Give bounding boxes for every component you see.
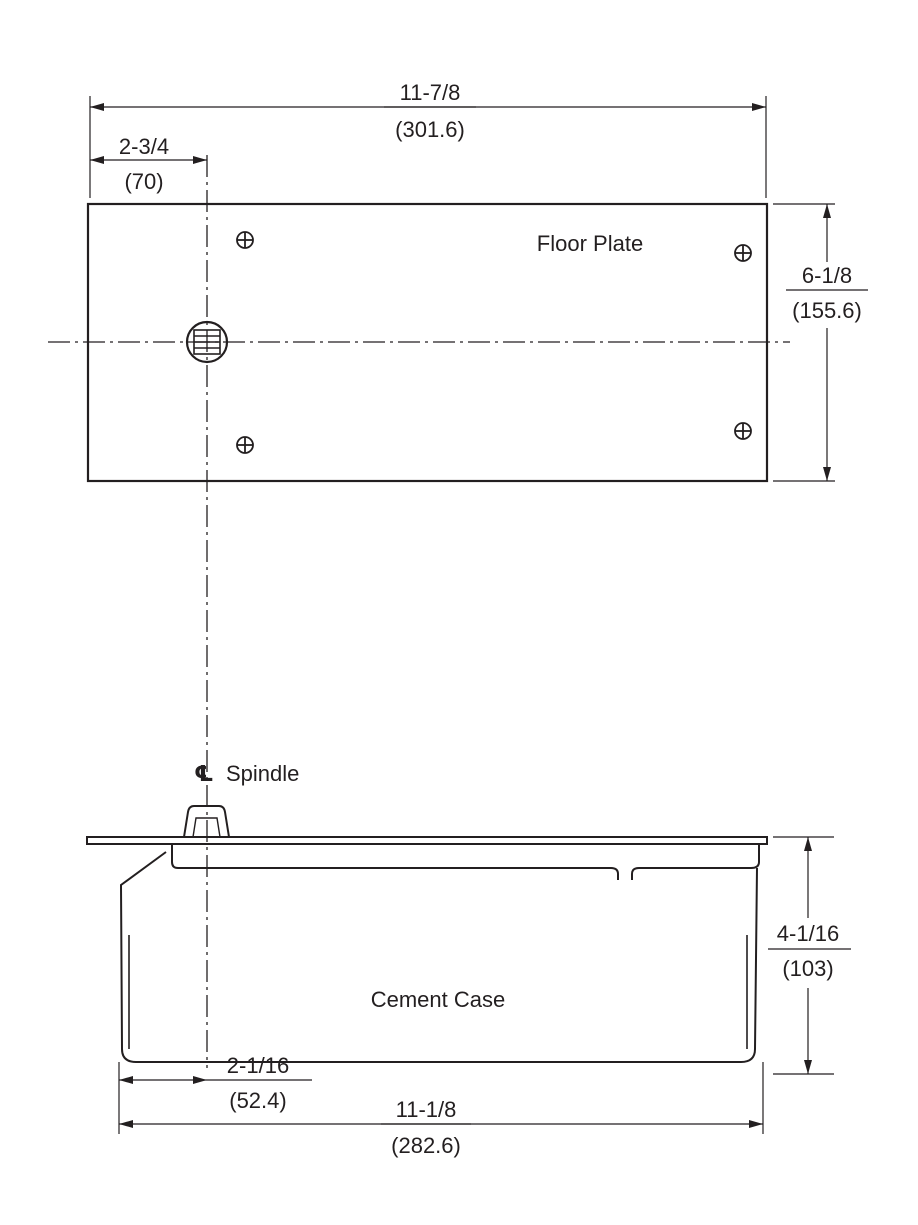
floor-plate-spindle-offset-dimension: 2-3/4 (70) (90, 134, 207, 194)
screw-hole-icon (734, 422, 752, 440)
dimension-inches: 2-3/4 (119, 134, 169, 159)
dimension-text-mask (764, 918, 856, 988)
screw-hole-icon (734, 244, 752, 262)
screw-hole-icon (236, 436, 254, 454)
dimension-inches: 11-1/8 (396, 1097, 457, 1122)
case-flange-left (171, 844, 619, 880)
cement-case-view: Cement Case 4-1/16 (103) 2-1/16 (52.4) 1… (86, 805, 856, 1158)
dimension-inches: 4-1/16 (777, 921, 839, 946)
screw-hole-icon (236, 231, 254, 249)
floor-plate-width-dimension: 11-7/8 (301.6) (89, 80, 767, 198)
dimension-mm: (52.4) (229, 1088, 286, 1113)
centerline-symbol: ℄ (194, 761, 214, 786)
dimension-mm: (103) (782, 956, 833, 981)
floor-plate-label: Floor Plate (537, 231, 643, 256)
spindle-label-text: Spindle (226, 761, 299, 786)
spindle-boss-inner (192, 817, 221, 838)
dimension-inches: 11-7/8 (400, 80, 461, 105)
dimension-mm: (301.6) (395, 117, 465, 142)
dimension-mm: (155.6) (792, 298, 862, 323)
cement-case-spindle-offset-dimension: 2-1/16 (52.4) (119, 1053, 312, 1113)
floor-plate-view: 11-7/8 (301.6) 2-3/4 (70) Floor Plate (48, 80, 872, 483)
spindle-label: ℄ Spindle (194, 761, 299, 786)
cement-case-label: Cement Case (371, 987, 506, 1012)
floor-plate-depth-dimension: 6-1/8 (155.6) (773, 203, 872, 482)
floor-plate-profile (86, 836, 768, 845)
cement-case-width-dimension: 11-1/8 (282.6) (118, 1062, 764, 1158)
dimension-mm: (282.6) (391, 1133, 461, 1158)
case-flange-right (631, 844, 760, 880)
case-body-outline (119, 851, 758, 1063)
dimension-text-mask (782, 262, 872, 328)
cement-case-height-dimension: 4-1/16 (103) (764, 836, 856, 1075)
dimension-inches: 2-1/16 (227, 1053, 289, 1078)
dimension-inches: 6-1/8 (802, 263, 852, 288)
dimension-mm: (70) (124, 169, 163, 194)
spindle-boss-icon (183, 805, 230, 838)
